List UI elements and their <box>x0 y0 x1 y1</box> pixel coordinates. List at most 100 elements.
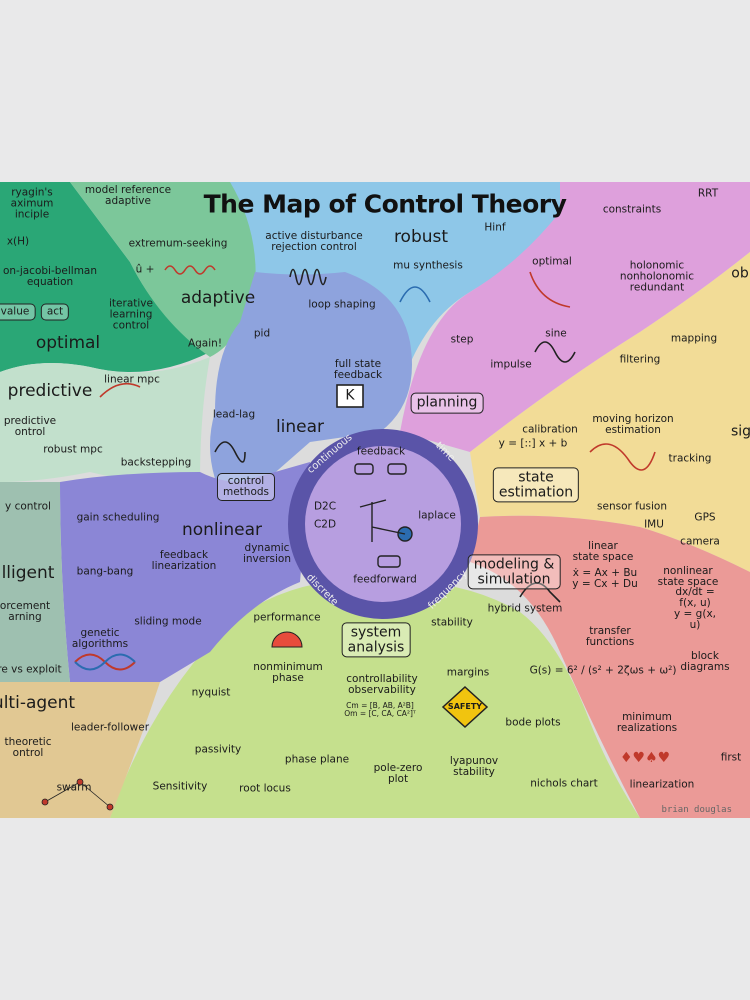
u-hat-label: û + <box>135 263 155 276</box>
controllability-equation: Cm = [B, AB, A²B] Om = [C, CA, CA²]ᵀ <box>344 701 416 718</box>
filtering-label: filtering <box>619 353 661 366</box>
rrt-label: RRT <box>697 187 719 200</box>
hub-sketch <box>354 463 413 568</box>
sketch-curves <box>99 265 656 603</box>
swarm-label: swarm <box>56 781 92 794</box>
sensor-fusion-label: sensor fusion <box>597 500 667 513</box>
hub-feedforward-label: feedforward <box>353 573 417 586</box>
region-nonlinear <box>60 462 310 682</box>
bode-curve <box>519 582 561 603</box>
calibration-equation: y = [::] x + b <box>498 437 568 450</box>
map-title: The Map of Control Theory <box>203 189 567 219</box>
mpc-curve <box>99 382 141 398</box>
sine-wave <box>534 341 576 363</box>
margins-label: margins <box>446 666 490 679</box>
author-credit: brian douglas <box>661 805 732 815</box>
intelligent-label: lligent <box>1 563 55 584</box>
block-diagrams-label: block diagrams <box>680 649 730 673</box>
region-linear <box>210 272 412 512</box>
loop-shaping-label: loop shaping <box>308 298 376 311</box>
svg-text:♦♥♠♥: ♦♥♠♥ <box>620 750 670 766</box>
performance-gauge <box>271 631 303 648</box>
again-label: Again! <box>187 337 223 350</box>
extremum-seeking-label: extremum-seeking <box>128 237 228 250</box>
control-theory-map: ♦♥♠♥ The Map of Control Theory ryagin's … <box>0 182 750 818</box>
mu-synthesis-label: mu synthesis <box>393 259 463 272</box>
hub-laplace-label: laplace <box>418 509 456 522</box>
swarm-graph <box>41 778 114 811</box>
lead-lag-label: lead-lag <box>212 408 256 421</box>
dna-helix <box>74 653 136 671</box>
hinf-label: Hinf <box>484 221 506 234</box>
k-gain-label: K <box>345 387 355 404</box>
region-intelligent <box>0 482 70 682</box>
disturbance-wave <box>289 268 327 286</box>
leadlag-wave <box>214 441 246 463</box>
feedback-linearization-label: feedback linearization <box>151 548 217 572</box>
region-estimation <box>470 252 750 572</box>
linear-ss-equation: ẋ = Ax + Bu y = Cx + Du <box>572 566 638 590</box>
leader-follower-label: leader-follower <box>70 721 150 734</box>
ob-label: ob <box>731 265 749 282</box>
sliding-mode-label: sliding mode <box>134 615 202 628</box>
transfer-equation: G(s) = 6² / (s² + 2ζωs + ω²) <box>529 664 677 677</box>
hub-feedback-label: feedback <box>356 445 406 458</box>
camera-label: camera <box>680 535 720 548</box>
tracking-label: tracking <box>668 452 712 465</box>
pid-label: pid <box>253 327 271 340</box>
safety-sign-label: SAFETY <box>447 701 483 711</box>
mrac-label: model reference adaptive <box>84 183 172 207</box>
mapping-label: mapping <box>670 332 718 345</box>
sensitivity-label: Sensitivity <box>152 780 208 793</box>
optimal-curve <box>529 271 571 308</box>
nonlinear-ss-equation: dx/dt = f(x, u) y = g(x, u) <box>674 585 716 632</box>
multi-agent-label: ulti-agent <box>0 693 76 714</box>
pontryagin-label: ryagin's aximum inciple <box>10 186 54 221</box>
hub-d2c-label: D2C <box>313 500 337 513</box>
explore-exploit-label: ire vs exploit <box>0 663 62 676</box>
k-block <box>336 384 364 408</box>
impulse-label: impulse <box>490 358 532 371</box>
full-state-feedback-label: full state feedback <box>333 357 383 381</box>
system-analysis-box: system analysis <box>341 622 411 658</box>
hub-c2d-label: C2D <box>313 518 337 531</box>
optimal-label: optimal <box>35 333 101 354</box>
map-background: ♦♥♠♥ <box>0 182 750 818</box>
predictive-control-label: predictive ontrol <box>3 414 57 438</box>
region-modeling <box>470 515 750 818</box>
phase-plane-label: phase plane <box>284 753 350 766</box>
controllability-label: controllability observability <box>346 672 418 696</box>
control-methods-box: control methods <box>216 472 276 502</box>
region-adaptive <box>70 182 256 357</box>
value-box: value <box>0 303 36 321</box>
optimal-planning-label: optimal <box>532 255 572 268</box>
backstepping-label: backstepping <box>120 456 192 469</box>
linear-state-space-label: linear state space <box>572 539 634 563</box>
hybrid-system-label: hybrid system <box>487 602 563 615</box>
region-predictive <box>0 357 210 484</box>
region-planning <box>400 182 750 452</box>
step-label: step <box>450 333 474 346</box>
nonminimum-phase-label: nonminimum phase <box>253 660 323 684</box>
performance-label: performance <box>253 611 321 624</box>
extremum-wave <box>164 265 216 275</box>
reinforcement-learning-label: orcement arning <box>0 599 51 623</box>
bode-plots-label: bode plots <box>505 716 561 729</box>
mhe-label: moving horizon estimation <box>592 412 674 436</box>
minimum-realizations-label: minimum realizations <box>616 710 678 734</box>
calibration-label: calibration <box>522 423 578 436</box>
adrc-label: active disturbance rejection control <box>265 229 363 253</box>
planning-box: planning <box>410 392 484 414</box>
mu-curve <box>399 286 431 303</box>
transfer-functions-label: transfer functions <box>585 624 635 648</box>
adaptive-label: adaptive <box>180 288 256 309</box>
hub-inner <box>305 446 461 602</box>
passivity-label: passivity <box>194 743 242 756</box>
imu-label: IMU <box>644 518 664 531</box>
nonlinear-state-space-label: nonlinear state space <box>657 564 719 588</box>
pole-zero-label: pole-zero plot <box>373 761 423 785</box>
sine-label: sine <box>545 327 567 340</box>
constraints-label: constraints <box>602 203 662 216</box>
first-principles-label: first <box>720 751 742 764</box>
stability-label: stability <box>431 616 473 629</box>
